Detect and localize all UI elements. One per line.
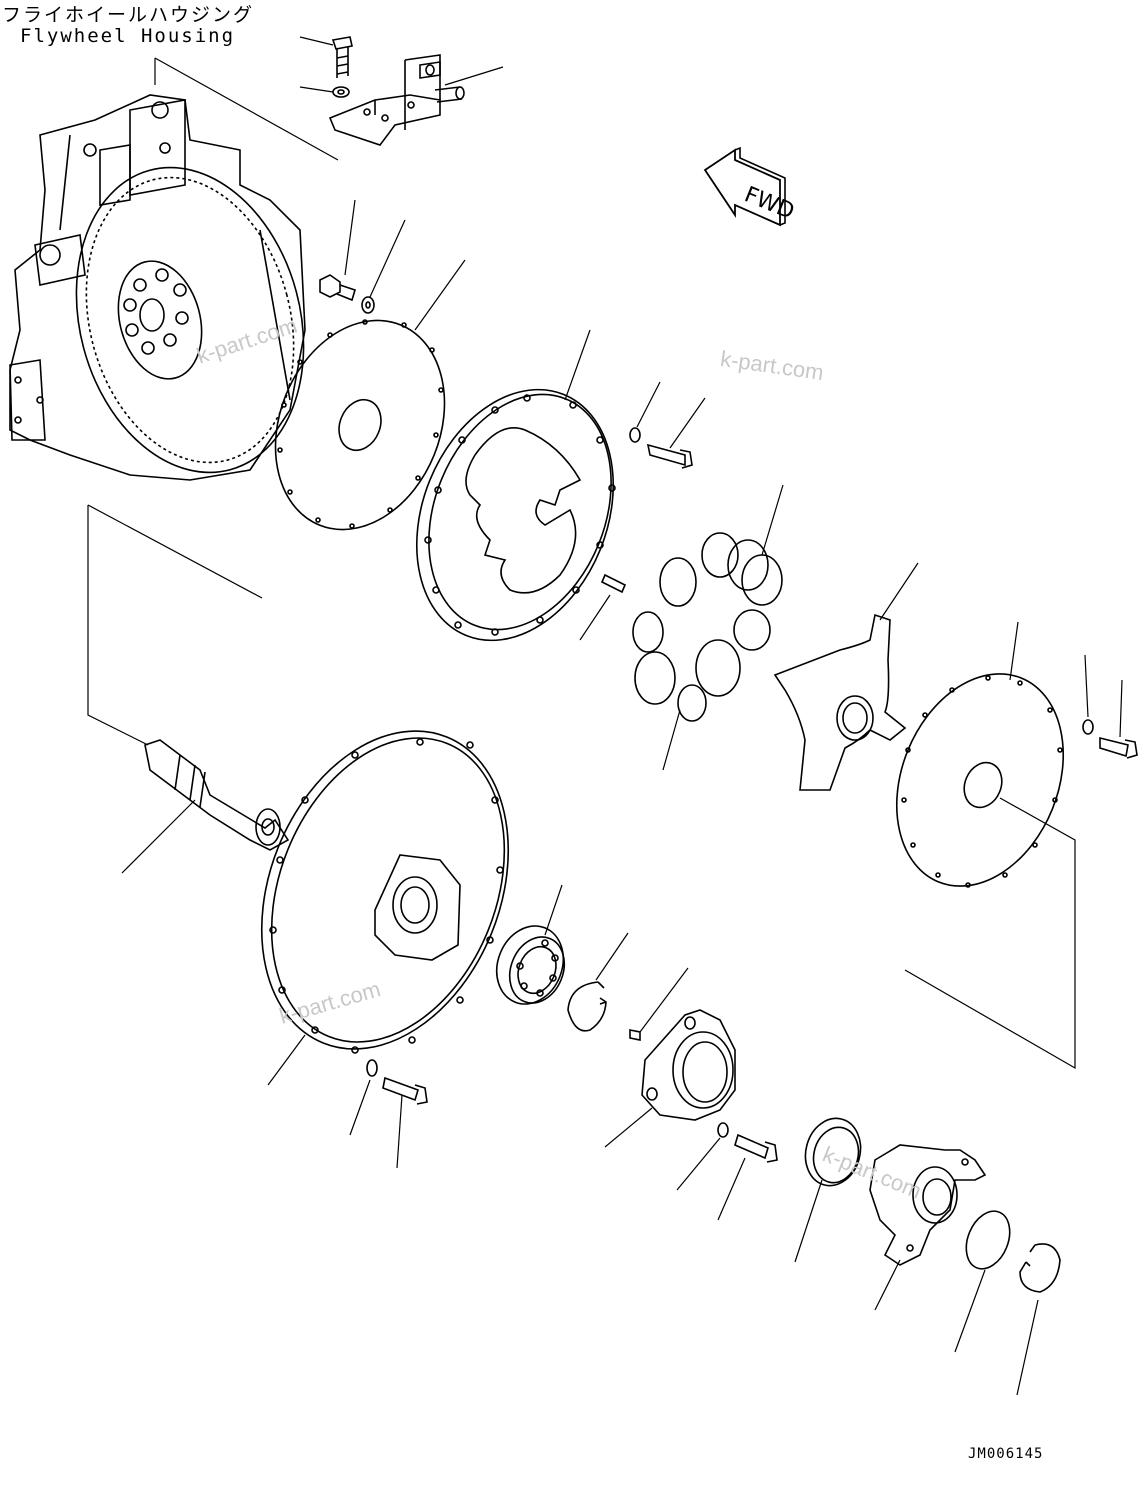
drawing-id: JM006145 [968, 1446, 1044, 1462]
flywheel-housing-label-jp: フライホイールハウジング [2, 4, 255, 26]
bolt-washer-upper [320, 275, 374, 313]
dowel-pin [602, 575, 625, 592]
fwd-label: FWD [741, 182, 798, 224]
oil-seal [798, 1112, 868, 1192]
coupling-flange [381, 360, 649, 670]
flywheel-housing [10, 95, 336, 498]
bolt-washer-right [1083, 720, 1137, 758]
disc-plate-right [866, 649, 1093, 911]
bolt-washer-flange [630, 428, 692, 468]
end-cap [958, 1205, 1018, 1276]
bolt-washer-housing [718, 1123, 777, 1162]
bearing-housing [630, 1010, 735, 1120]
flywheel-housing-label-en: Flywheel Housing [20, 25, 236, 47]
flange-yoke [870, 1145, 985, 1265]
bolt-washer-lower [367, 1060, 427, 1104]
flywheel-plate-lower [217, 694, 554, 1086]
fwd-arrow: FWD [705, 148, 798, 225]
disc-plate-upper [245, 295, 474, 555]
spider-hub [775, 615, 905, 790]
snap-ring-right [1020, 1244, 1060, 1292]
snap-ring-left [568, 982, 606, 1031]
input-shaft [145, 740, 288, 850]
rubber-cushions [633, 533, 782, 721]
bracket-assembly [330, 37, 464, 145]
ball-bearing [485, 916, 574, 1014]
